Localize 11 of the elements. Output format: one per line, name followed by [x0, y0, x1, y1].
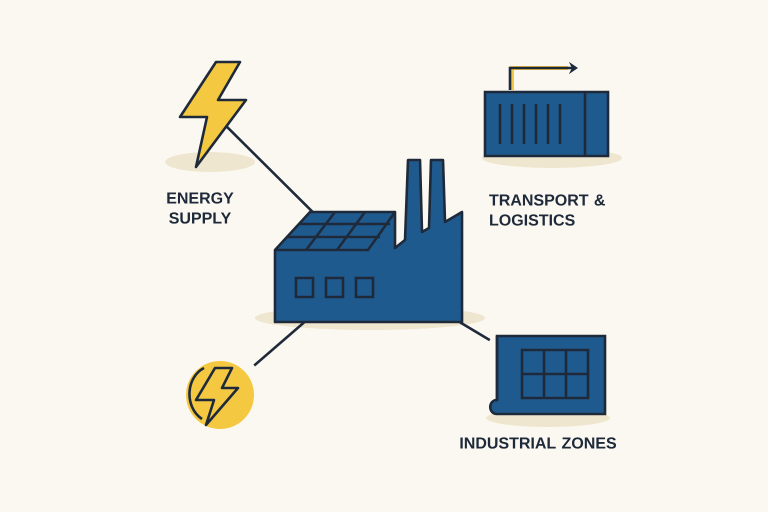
node-label: INDUSTRIAL ZONES [460, 437, 616, 449]
node-label: ENERGY SUPPLY [167, 192, 234, 224]
container-drawing [482, 62, 622, 168]
connector-line [226, 126, 314, 213]
energy-icon-drawing [186, 361, 254, 429]
connector-line [459, 321, 490, 342]
connector-line [253, 321, 306, 366]
lightning-drawing [165, 60, 255, 172]
node-label: TRANSPORT & LOGISTICS [489, 194, 605, 226]
map-drawing [486, 334, 610, 427]
factory-drawing [255, 158, 485, 330]
